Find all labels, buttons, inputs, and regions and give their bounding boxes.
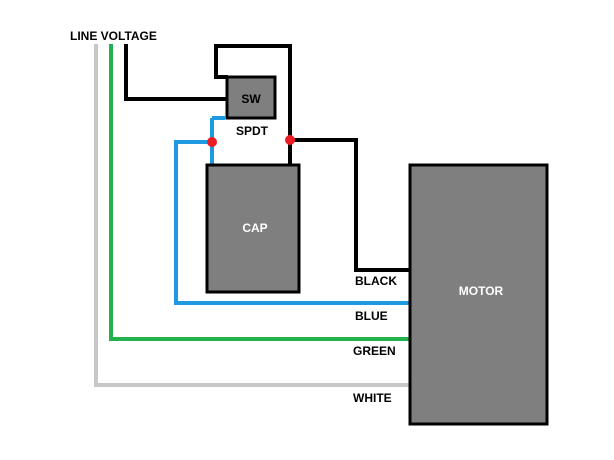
switch-label: SW	[241, 92, 261, 106]
white-wire	[94, 44, 410, 387]
motor-label: MOTOR	[459, 284, 504, 298]
black-wire	[290, 138, 410, 272]
capacitor-label: CAP	[242, 221, 267, 235]
spdt-label: SPDT	[236, 124, 269, 138]
junction-dot-black	[285, 135, 295, 145]
black-line-wire	[124, 44, 228, 101]
white-wire-label: WHITE	[353, 391, 392, 405]
blue-wire	[174, 140, 410, 305]
green-wire-label: GREEN	[353, 344, 396, 358]
line-voltage-label: LINE VOLTAGE	[70, 29, 157, 43]
blue-wire-label: BLUE	[355, 309, 388, 323]
motor-box	[408, 163, 549, 426]
green-wire	[109, 44, 410, 341]
black-wire-label: BLACK	[355, 274, 397, 288]
capacitor-box	[205, 163, 301, 294]
junction-dot-blue	[207, 137, 217, 147]
black-switch-loop	[214, 44, 292, 165]
switch-box	[225, 75, 277, 120]
